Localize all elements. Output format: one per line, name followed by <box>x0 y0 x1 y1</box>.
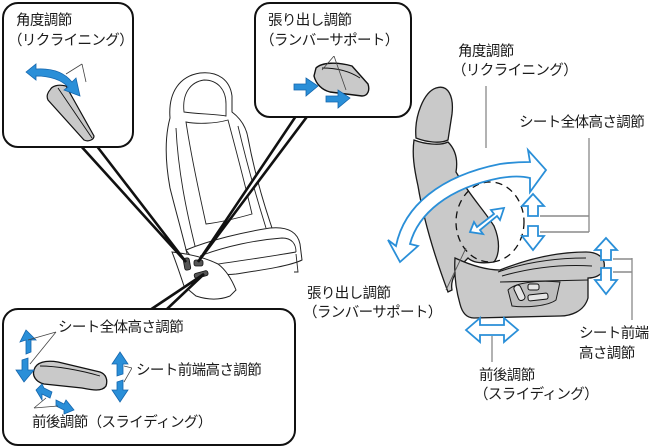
side-lumbar-subtitle: （ランバーサポート） <box>303 305 442 321</box>
seat-perspective-illustration <box>165 72 303 300</box>
cushion-line <box>199 237 297 257</box>
lumbar-switch-illustration <box>293 56 370 109</box>
up-down-arrow-icon <box>111 351 129 403</box>
overall-height-bracket <box>540 215 589 233</box>
side-view-pointers <box>445 86 633 362</box>
recline-callout-subtitle: （リクライニング） <box>8 33 134 49</box>
overall-height-callout-label: シート全体高さ調節 <box>58 320 184 336</box>
lumbar-pointer <box>445 247 467 291</box>
side-cushion-seam <box>501 264 593 277</box>
cushion-callout: シート全体高さ調節 シート前端高さ調節 前後調節（スライディング） <box>2 308 296 446</box>
cushion-pointer-lines <box>27 331 132 409</box>
slide-callout-label: 前後調節（スライディング） <box>32 415 212 431</box>
side-lumbar-switch <box>527 283 540 291</box>
side-cushion-seam <box>497 257 587 273</box>
lumbar-double-arrow <box>468 206 506 236</box>
side-cushion-switch <box>527 292 549 302</box>
side-overall-height-label: シート全体高さ調節 <box>519 115 645 131</box>
seat-back-panel <box>185 119 253 225</box>
seat-back-side-line <box>237 125 267 229</box>
side-front-height-title: シート前端 <box>579 326 649 342</box>
side-recline-title: 角度調節 <box>458 44 514 60</box>
lumbar-callout-title: 張り出し調節 <box>268 13 352 29</box>
front-height-up-arrow <box>592 236 620 261</box>
seat-back <box>165 72 277 259</box>
rail <box>294 253 299 273</box>
seat-side-view <box>412 86 605 319</box>
side-slide-title: 前後調節 <box>479 368 535 384</box>
lumbar-pointer-lines <box>321 56 347 91</box>
headrest <box>183 79 227 117</box>
recline-switch-edge <box>57 87 93 139</box>
seat-back-side-line <box>175 127 197 251</box>
cushion-switch-icon <box>32 360 108 391</box>
cushion-switch-illustration <box>15 329 132 415</box>
side-lumbar-title: 張り出し調節 <box>307 286 391 302</box>
lumbar-callout: 張り出し調節 （ランバーサポート） <box>254 2 412 118</box>
side-view-arrows <box>387 147 620 344</box>
push-arrow-icon <box>325 89 351 109</box>
recline-pointer-lines <box>65 63 87 83</box>
recline-callout-title: 角度調節 <box>16 13 72 29</box>
overall-height-up-arrow <box>519 192 547 217</box>
lumbar-zone-outline <box>455 181 525 263</box>
left-right-arrow-icon <box>35 383 75 415</box>
recline-arc-arrow <box>387 147 548 264</box>
recline-switch-illustration <box>25 63 95 142</box>
side-front-height-subtitle: 高さ調節 <box>579 346 635 362</box>
front-height-down-arrow <box>593 267 619 296</box>
side-recline-switch <box>513 284 526 302</box>
front-height-callout-label: シート前端高さ調節 <box>136 363 262 379</box>
lumbar-callout-subtitle: （ランバーサポート） <box>260 33 399 49</box>
up-down-arrow-icon <box>15 329 37 383</box>
recline-callout: 角度調節 （リクライニング） <box>2 2 134 148</box>
overall-height-down-arrow <box>520 225 546 252</box>
lumbar-switch-icon <box>313 62 370 97</box>
side-recline-subtitle: （リクライニング） <box>452 63 578 79</box>
cushion-switch-edge <box>39 365 101 377</box>
recline-switch-icon <box>46 84 95 142</box>
curved-arrow-icon <box>25 63 81 97</box>
slide-double-arrow <box>464 316 520 344</box>
front-height-bracket <box>613 258 632 273</box>
push-arrow-icon <box>293 77 319 97</box>
side-slide-subtitle: （スライディング） <box>474 387 599 403</box>
side-headrest <box>415 86 454 143</box>
lumbar-switch-edge <box>321 67 361 79</box>
